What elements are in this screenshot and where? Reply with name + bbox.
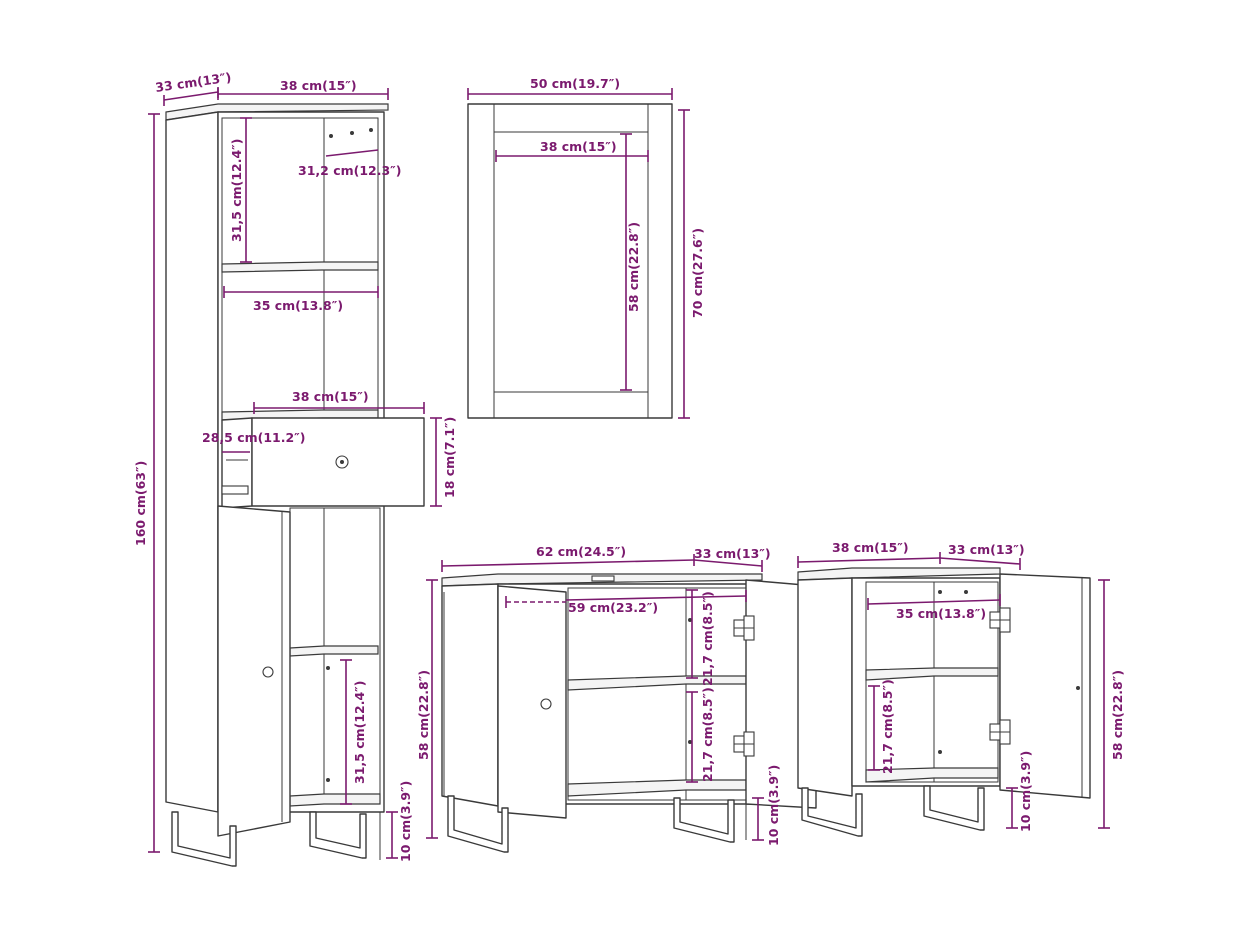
sink-cabinet-lower-shelf-label: 21,7 cm(8.5″)	[700, 687, 715, 782]
tall-cabinet-shelf-3	[289, 645, 379, 657]
side-cabinet-width-label: 38 cm(15″)	[832, 540, 909, 555]
side-cabinet-door[interactable]	[999, 573, 1091, 799]
sink-cabinet-left-leg	[447, 795, 509, 853]
side-cabinet-right-leg	[923, 785, 985, 831]
tall-cabinet-total-height-label: 160 cm(63″)	[133, 461, 148, 546]
hinge-icon	[989, 607, 1011, 633]
tall-cabinet	[165, 103, 425, 867]
side-cabinet-side-panel	[797, 577, 853, 797]
hinge-icon	[733, 731, 755, 757]
door-knob-icon[interactable]	[540, 698, 552, 710]
side-cabinet-bottom	[865, 767, 999, 783]
tall-cabinet-side-panel	[165, 111, 219, 813]
side-cabinet-shelf-height-label: 21,7 cm(8.5″)	[880, 679, 895, 774]
side-cabinet-dimensions: 38 cm(15″) 33 cm(13″) 35 cm(13.8″) 21,7 …	[797, 540, 1125, 832]
sink-cabinet-width-label: 62 cm(24.5″)	[536, 544, 626, 559]
tall-cabinet-dimensions: 33 cm(13″) 38 cm(15″) 31,2 cm(12.3″) 31,…	[133, 69, 457, 862]
tall-cabinet-shelf-depth-label: 31,2 cm(12.3″)	[298, 163, 401, 178]
tall-cabinet-right-leg	[309, 811, 367, 859]
tall-cabinet-bottom-shelf	[289, 793, 381, 807]
tall-cabinet-door[interactable]	[217, 505, 291, 837]
tall-cabinet-lower-height-label: 31,5 cm(12.4″)	[352, 681, 367, 784]
sink-cabinet-height-label: 58 cm(22.8″)	[416, 670, 431, 760]
sink-cabinet-left-door[interactable]	[497, 585, 567, 819]
door-knob-icon[interactable]	[262, 666, 274, 678]
tall-cabinet-inner-width-label: 35 cm(13.8″)	[253, 298, 343, 313]
tall-cabinet-left-leg	[171, 811, 237, 867]
mirror-height-label: 70 cm(27.6″)	[690, 228, 705, 318]
side-cabinet-leg-height-label: 10 cm(3.9″)	[1018, 751, 1033, 832]
tall-cabinet-leg-height-label: 10 cm(3.9″)	[398, 781, 413, 862]
tall-cabinet-drawer-width-label: 38 cm(15″)	[292, 389, 369, 404]
side-cabinet-interior	[865, 581, 999, 783]
tall-cabinet-width-label: 38 cm(15″)	[280, 78, 357, 93]
side-cabinet-shelf	[865, 667, 999, 681]
sink-cabinet-side-panel	[441, 583, 499, 807]
sink-cabinet-right-leg	[673, 797, 735, 843]
sink-cabinet-depth-label: 33 cm(13″)	[694, 546, 771, 561]
side-cabinet-height-label: 58 cm(22.8″)	[1110, 670, 1125, 760]
hinge-icon	[989, 719, 1011, 745]
sink-cabinet-leg-height-label: 10 cm(3.9″)	[766, 765, 781, 846]
sink-cabinet-dimensions: 62 cm(24.5″) 33 cm(13″) 59 cm(23.2″) 21,…	[416, 544, 781, 846]
tall-cabinet-drawer-depth-label: 28,5 cm(11.2″)	[202, 430, 305, 445]
tall-cabinet-drawer-height-label: 18 cm(7.1″)	[442, 417, 457, 498]
side-cabinet-left-leg	[801, 787, 863, 837]
sink-cabinet-upper-shelf-label: 21,7 cm(8.5″)	[700, 591, 715, 686]
side-cabinet	[797, 567, 1091, 837]
side-cabinet-inner-width-label: 35 cm(13.8″)	[896, 606, 986, 621]
drawer-slide	[221, 485, 249, 495]
sink-cabinet	[441, 573, 817, 853]
mirror-glass-width-label: 38 cm(15″)	[540, 139, 617, 154]
hinge-icon	[733, 615, 755, 641]
tall-cabinet-upper-height-label: 31,5 cm(12.4″)	[229, 139, 244, 242]
mirror-dimensions: 50 cm(19.7″) 38 cm(15″) 58 cm(22.8″) 70 …	[467, 76, 705, 419]
tall-cabinet-depth-label: 33 cm(13″)	[154, 69, 232, 95]
mirror-glass-height-label: 58 cm(22.8″)	[626, 222, 641, 312]
side-cabinet-depth-label: 33 cm(13″)	[948, 542, 1025, 557]
mirror-width-label: 50 cm(19.7″)	[530, 76, 620, 91]
tall-cabinet-shelf-1	[221, 261, 379, 273]
sink-cabinet-inner-width-label: 59 cm(23.2″)	[568, 600, 658, 615]
